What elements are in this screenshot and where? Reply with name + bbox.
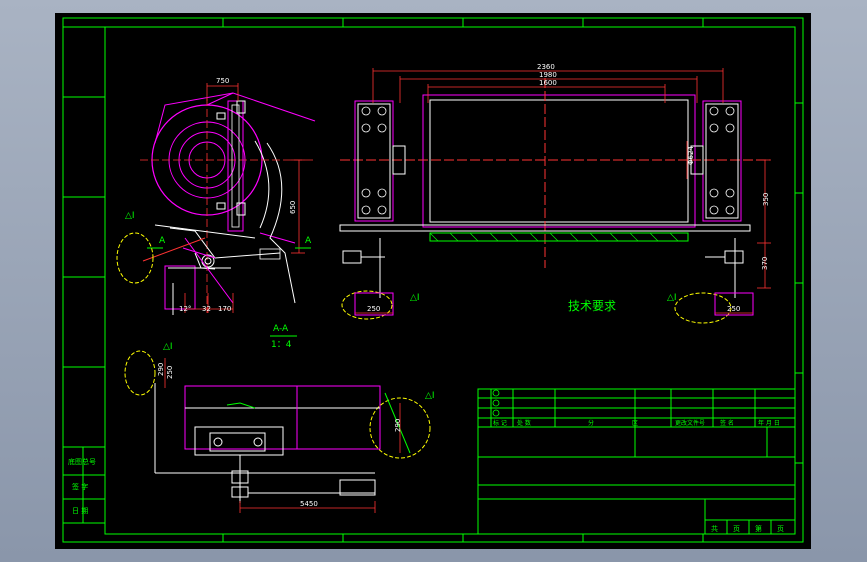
tb-header-0: 标 记 (493, 419, 507, 427)
inner-frame (104, 26, 796, 535)
dim-2360: 2360 (537, 63, 555, 71)
tb-header-6: 年 月 日 (758, 419, 780, 427)
side-label-column (62, 26, 106, 524)
plan-dims (164, 358, 401, 513)
dim-350: 350 (762, 193, 770, 206)
dim-1600: 1600 (539, 79, 557, 87)
front-bolts (361, 106, 735, 215)
drawing-canvas[interactable]: 底图总号 签 字 日 期 (55, 13, 811, 549)
dim-250-plan: 250 (166, 366, 174, 379)
front-view-drum (339, 78, 770, 268)
dim-1980: 1980 (539, 71, 557, 79)
side-view-dims (184, 83, 305, 313)
zone-ticks (222, 18, 803, 542)
dim-624: Φ624 (687, 146, 695, 165)
detail-mark-3: △I (667, 293, 677, 303)
dim-170: 170 (218, 305, 231, 313)
dim-650: 650 (289, 201, 297, 214)
section-scale: 1：4 (271, 340, 292, 350)
tb-bottom-3: 页 (777, 525, 784, 533)
side-view-pulley (140, 92, 316, 315)
detail-callouts (116, 232, 732, 459)
side-label-3: 日 期 (72, 507, 88, 515)
detail-mark-1: △I (125, 211, 135, 221)
section-marker-left: A (159, 236, 166, 246)
outer-frame (62, 17, 804, 543)
tb-header-2: 分 (588, 419, 594, 427)
dim-290-plan: 290 (394, 419, 402, 432)
title-block-circles (492, 389, 500, 417)
plan-view (154, 383, 411, 503)
tech-requirements: 技术要求 (568, 299, 616, 313)
tb-header-1: 处 数 (517, 419, 531, 427)
tb-bottom-2: 第 (755, 524, 762, 533)
dim-5450: 5450 (300, 500, 318, 508)
dim-370: 370 (761, 257, 769, 270)
side-label-1: 底图总号 (68, 457, 96, 466)
front-dims (355, 68, 771, 314)
side-label-2: 签 字 (72, 482, 88, 491)
detail-mark-5: △I (425, 391, 435, 401)
front-hatching (429, 232, 679, 242)
dim-250-right: 250 (727, 305, 740, 313)
tb-header-4: 更改文件号 (675, 419, 705, 427)
cad-drawing: 底图总号 签 字 日 期 (62, 17, 804, 543)
dim-12deg: 12° (179, 305, 191, 313)
section-marker-right: A (305, 236, 312, 246)
tb-bottom-0: 共 (711, 524, 718, 533)
dim-32: 32 (202, 305, 211, 313)
tb-header-3: 区 (632, 420, 638, 427)
section-label: A-A (273, 324, 289, 334)
tb-header-5: 签 名 (720, 419, 734, 427)
detail-mark-4: △I (163, 342, 173, 352)
front-supports (342, 238, 754, 316)
dim-290: 290 (157, 363, 165, 376)
dim-250-left: 250 (367, 305, 380, 313)
detail-mark-2: △I (410, 293, 420, 303)
tb-bottom-1: 页 (733, 525, 740, 533)
title-block (477, 388, 796, 535)
dim-750: 750 (216, 77, 229, 85)
